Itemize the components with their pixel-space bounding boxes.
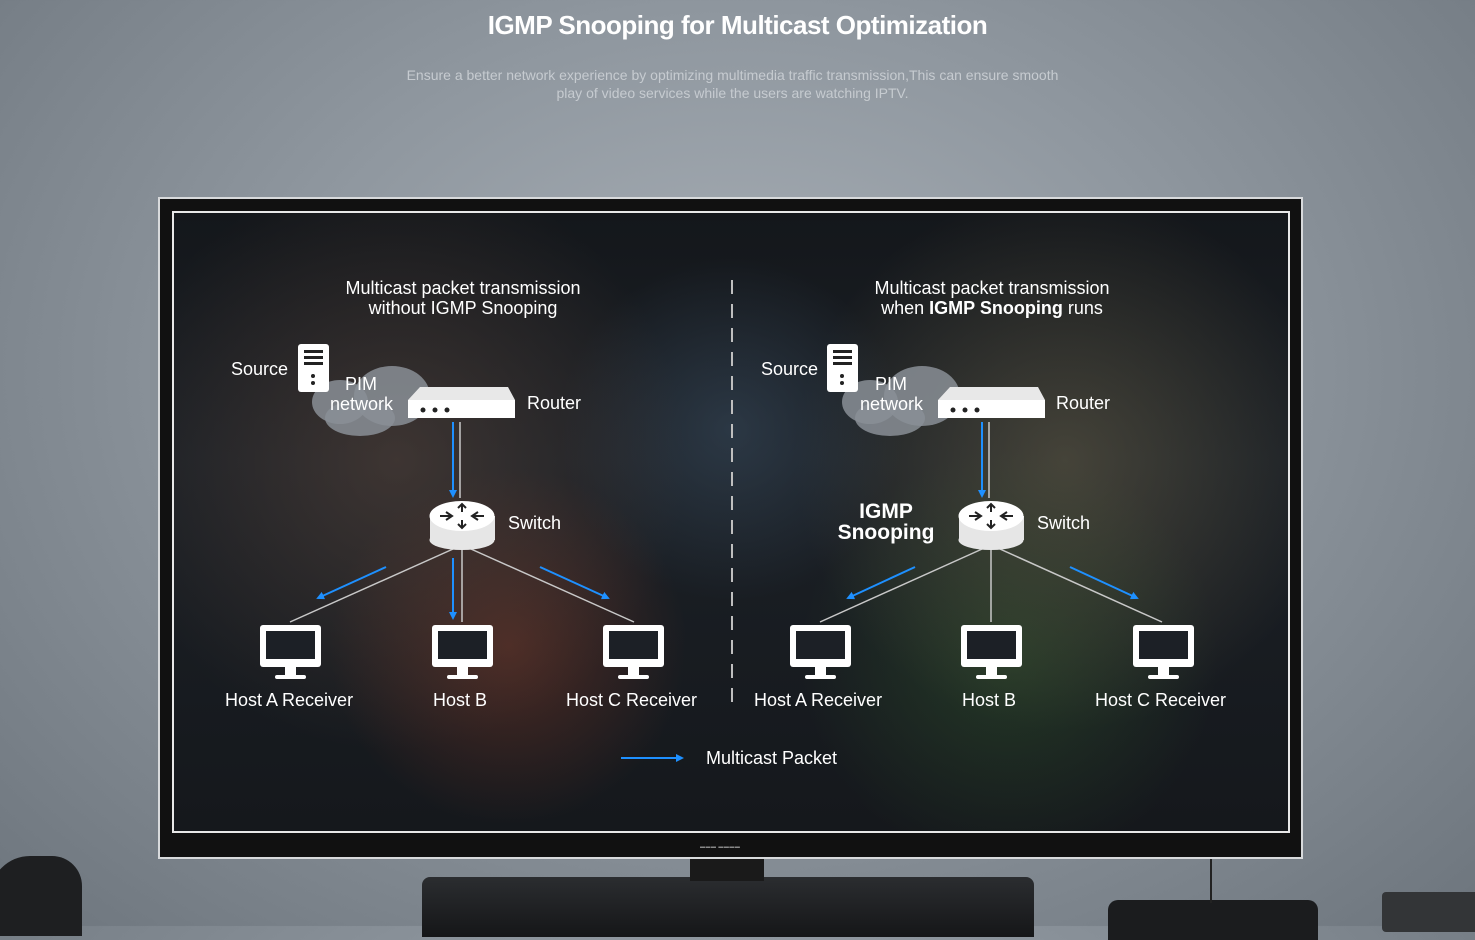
left-header-line2: without IGMP Snooping: [368, 298, 558, 318]
right-switch-hostA-line: [819, 544, 992, 623]
right-arrow-hostC: [1069, 566, 1139, 600]
left-router-label: Router: [527, 393, 582, 413]
left-source-label: Source: [231, 359, 289, 379]
right-header-line2-post: runs: [1062, 298, 1103, 318]
igmp-snooping-label: IGMP Snooping: [826, 501, 946, 543]
right-hostB-monitor-icon: [961, 625, 1022, 679]
left-header: Multicast packet transmission without IG…: [303, 278, 623, 318]
right-header-line1: Multicast packet transmission: [874, 278, 1110, 298]
right-header-line2-pre: when: [881, 298, 930, 318]
cable: [1210, 858, 1212, 903]
right-hostA-monitor-icon: [790, 625, 851, 679]
right-switch-hostC-line: [990, 544, 1163, 623]
right-switch-label: Switch: [1037, 513, 1091, 533]
left-router-icon: [408, 387, 515, 418]
left-switch-hostC-line: [461, 544, 635, 623]
left-network-label: network: [330, 394, 394, 414]
left-hostB-monitor-icon: [432, 625, 493, 679]
left-switch-icon: [429, 501, 495, 550]
right-source-label: Source: [761, 359, 819, 379]
right-router-label: Router: [1056, 393, 1111, 413]
left-hostC-label: Host C Receiver: [566, 690, 698, 710]
left-hostB-label: Host B: [433, 690, 488, 710]
right-network-label: network: [860, 394, 924, 414]
right-server-icon: [827, 344, 858, 392]
right-hostB-label: Host B: [962, 690, 1017, 710]
right-hostA-label: Host A Receiver: [754, 690, 883, 710]
right-header-line2: when IGMP Snooping runs: [832, 298, 1152, 318]
right-cloud-icon: [842, 366, 960, 436]
game-controller: [0, 856, 82, 936]
right-hostC-monitor-icon: [1133, 625, 1194, 679]
left-pim-label: PIM: [345, 374, 378, 394]
left-switch-hostA-line: [289, 544, 463, 623]
right-pim-label: PIM: [875, 374, 908, 394]
left-hostC-monitor-icon: [603, 625, 664, 679]
left-header-line1: Multicast packet transmission: [345, 278, 581, 298]
right-switch-icon: [958, 501, 1024, 550]
side-device: [1382, 892, 1475, 932]
right-header-line2-bold: IGMP Snooping: [929, 298, 1063, 318]
right-hostC-label: Host C Receiver: [1095, 690, 1227, 710]
left-switch-label: Switch: [508, 513, 562, 533]
page-title: IGMP Snooping for Multicast Optimization: [487, 10, 988, 40]
left-hostA-label: Host A Receiver: [225, 690, 354, 710]
legend-label: Multicast Packet: [706, 748, 838, 768]
tv-stand: [690, 859, 764, 881]
page-subtitle: Ensure a better network experience by op…: [406, 67, 1059, 101]
tv-brand-mark: ▬▬▬ ▬▬▬▬: [700, 844, 741, 850]
igmp-snooping-line1: IGMP: [859, 500, 913, 523]
igmp-snooping-line2: Snooping: [837, 521, 935, 544]
right-arrow-hostA: [846, 566, 916, 600]
left-arrow-hostA: [316, 566, 387, 600]
left-server-icon: [298, 344, 329, 392]
left-arrow-hostC: [539, 566, 610, 600]
right-router-icon: [938, 387, 1045, 418]
right-header: Multicast packet transmission when IGMP …: [832, 278, 1152, 318]
left-hostA-monitor-icon: [260, 625, 321, 679]
